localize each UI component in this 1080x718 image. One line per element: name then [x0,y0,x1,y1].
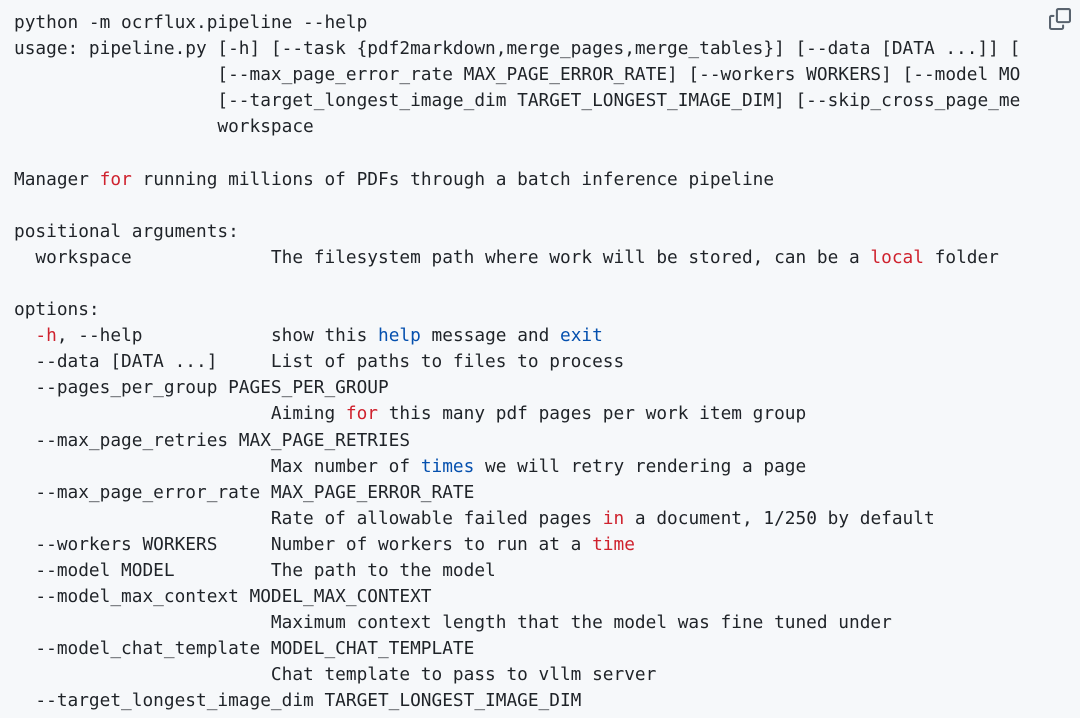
code-text: Rate of allowable failed pages [14,507,603,529]
code-text: python -m ocrflux.pipeline --help [14,12,368,33]
code-text: usage: pipeline.py [-h] [--task {pdf2mar… [14,38,1021,60]
code-text: positional arguments: [14,220,239,242]
code-content: python -m ocrflux.pipeline --help usage: … [14,10,1020,715]
code-text: this many pdf pages per work item group [378,403,807,425]
code-keyword: time [592,533,635,555]
copy-button[interactable] [1044,4,1076,34]
code-line: --max_page_retries MAX_PAGE_RETRIES [14,428,1020,454]
code-line [14,140,1020,166]
code-line: Manager for running millions of PDFs thr… [14,167,1020,193]
code-keyword: local [870,246,924,268]
code-text: [--target_longest_image_dim TARGET_LONGE… [14,90,1021,112]
code-line: Aiming for this many pdf pages per work … [14,401,1020,427]
code-text: options: [14,299,100,321]
code-keyword: exit [560,325,603,347]
code-text: [--max_page_error_rate MAX_PAGE_ERROR_RA… [14,64,1021,86]
code-line: --max_page_error_rate MAX_PAGE_ERROR_RAT… [14,480,1020,506]
code-text: we will retry rendering a page [474,455,807,477]
code-text: folder [923,246,999,268]
code-line [14,271,1020,297]
code-line: --target_longest_image_dim TARGET_LONGES… [14,688,1020,714]
code-line: --workers WORKERS Number of workers to r… [14,532,1020,558]
code-text: --data [DATA ...] List of paths to files… [14,351,625,373]
code-text: message and [420,325,561,347]
code-text: workspace [14,116,314,138]
code-text: Max number of [14,455,421,477]
code-keyword: for [99,168,132,190]
code-text: Maximum context length that the model wa… [14,612,892,634]
code-text: --model_chat_template MODEL_CHAT_TEMPLAT… [14,638,475,660]
code-line: [--max_page_error_rate MAX_PAGE_ERROR_RA… [14,62,1020,88]
copy-icon [1049,8,1071,30]
code-keyword: help [378,325,421,347]
code-line [14,193,1020,219]
code-text: --max_page_error_rate MAX_PAGE_ERROR_RAT… [14,481,475,503]
code-text: Aiming [14,403,346,425]
code-line: -h, --help show this help message and ex… [14,323,1020,349]
code-line: --pages_per_group PAGES_PER_GROUP [14,375,1020,401]
code-line: usage: pipeline.py [-h] [--task {pdf2mar… [14,36,1020,62]
code-line: Chat template to pass to vllm server [14,662,1020,688]
code-line: Rate of allowable failed pages in a docu… [14,506,1020,532]
code-line: positional arguments: [14,219,1020,245]
code-line: workspace The filesystem path where work… [14,245,1020,271]
code-line: --model MODEL The path to the model [14,558,1020,584]
code-text: , --help show this [56,325,379,347]
code-text: --model_max_context MODEL_MAX_CONTEXT [14,586,432,608]
code-line: Maximum context length that the model wa… [14,610,1020,636]
code-text: Chat template to pass to vllm server [14,664,657,686]
code-line: options: [14,297,1020,323]
code-keyword: in [602,507,625,529]
code-line: --model_max_context MODEL_MAX_CONTEXT [14,584,1020,610]
code-keyword: times [420,455,475,477]
code-text [14,325,35,346]
code-text: --model MODEL The path to the model [14,559,496,581]
code-line: workspace [14,114,1020,140]
code-line: python -m ocrflux.pipeline --help [14,10,1020,36]
code-line: [--target_longest_image_dim TARGET_LONGE… [14,88,1020,114]
code-line: --model_chat_template MODEL_CHAT_TEMPLAT… [14,636,1020,662]
code-text: --max_page_retries MAX_PAGE_RETRIES [14,429,411,451]
code-text: running millions of PDFs through a batch… [131,168,775,190]
code-text: --target_longest_image_dim TARGET_LONGES… [14,690,582,712]
code-text: --workers WORKERS Number of workers to r… [14,533,593,555]
code-text: workspace The filesystem path where work… [14,246,871,268]
code-keyword: -h [35,325,57,347]
code-line: Max number of times we will retry render… [14,454,1020,480]
code-text: a document, 1/250 by default [624,507,935,529]
code-line: --data [DATA ...] List of paths to files… [14,349,1020,375]
code-keyword: for [345,403,378,425]
code-text: Manager [14,168,100,190]
code-text: --pages_per_group PAGES_PER_GROUP [14,377,389,399]
